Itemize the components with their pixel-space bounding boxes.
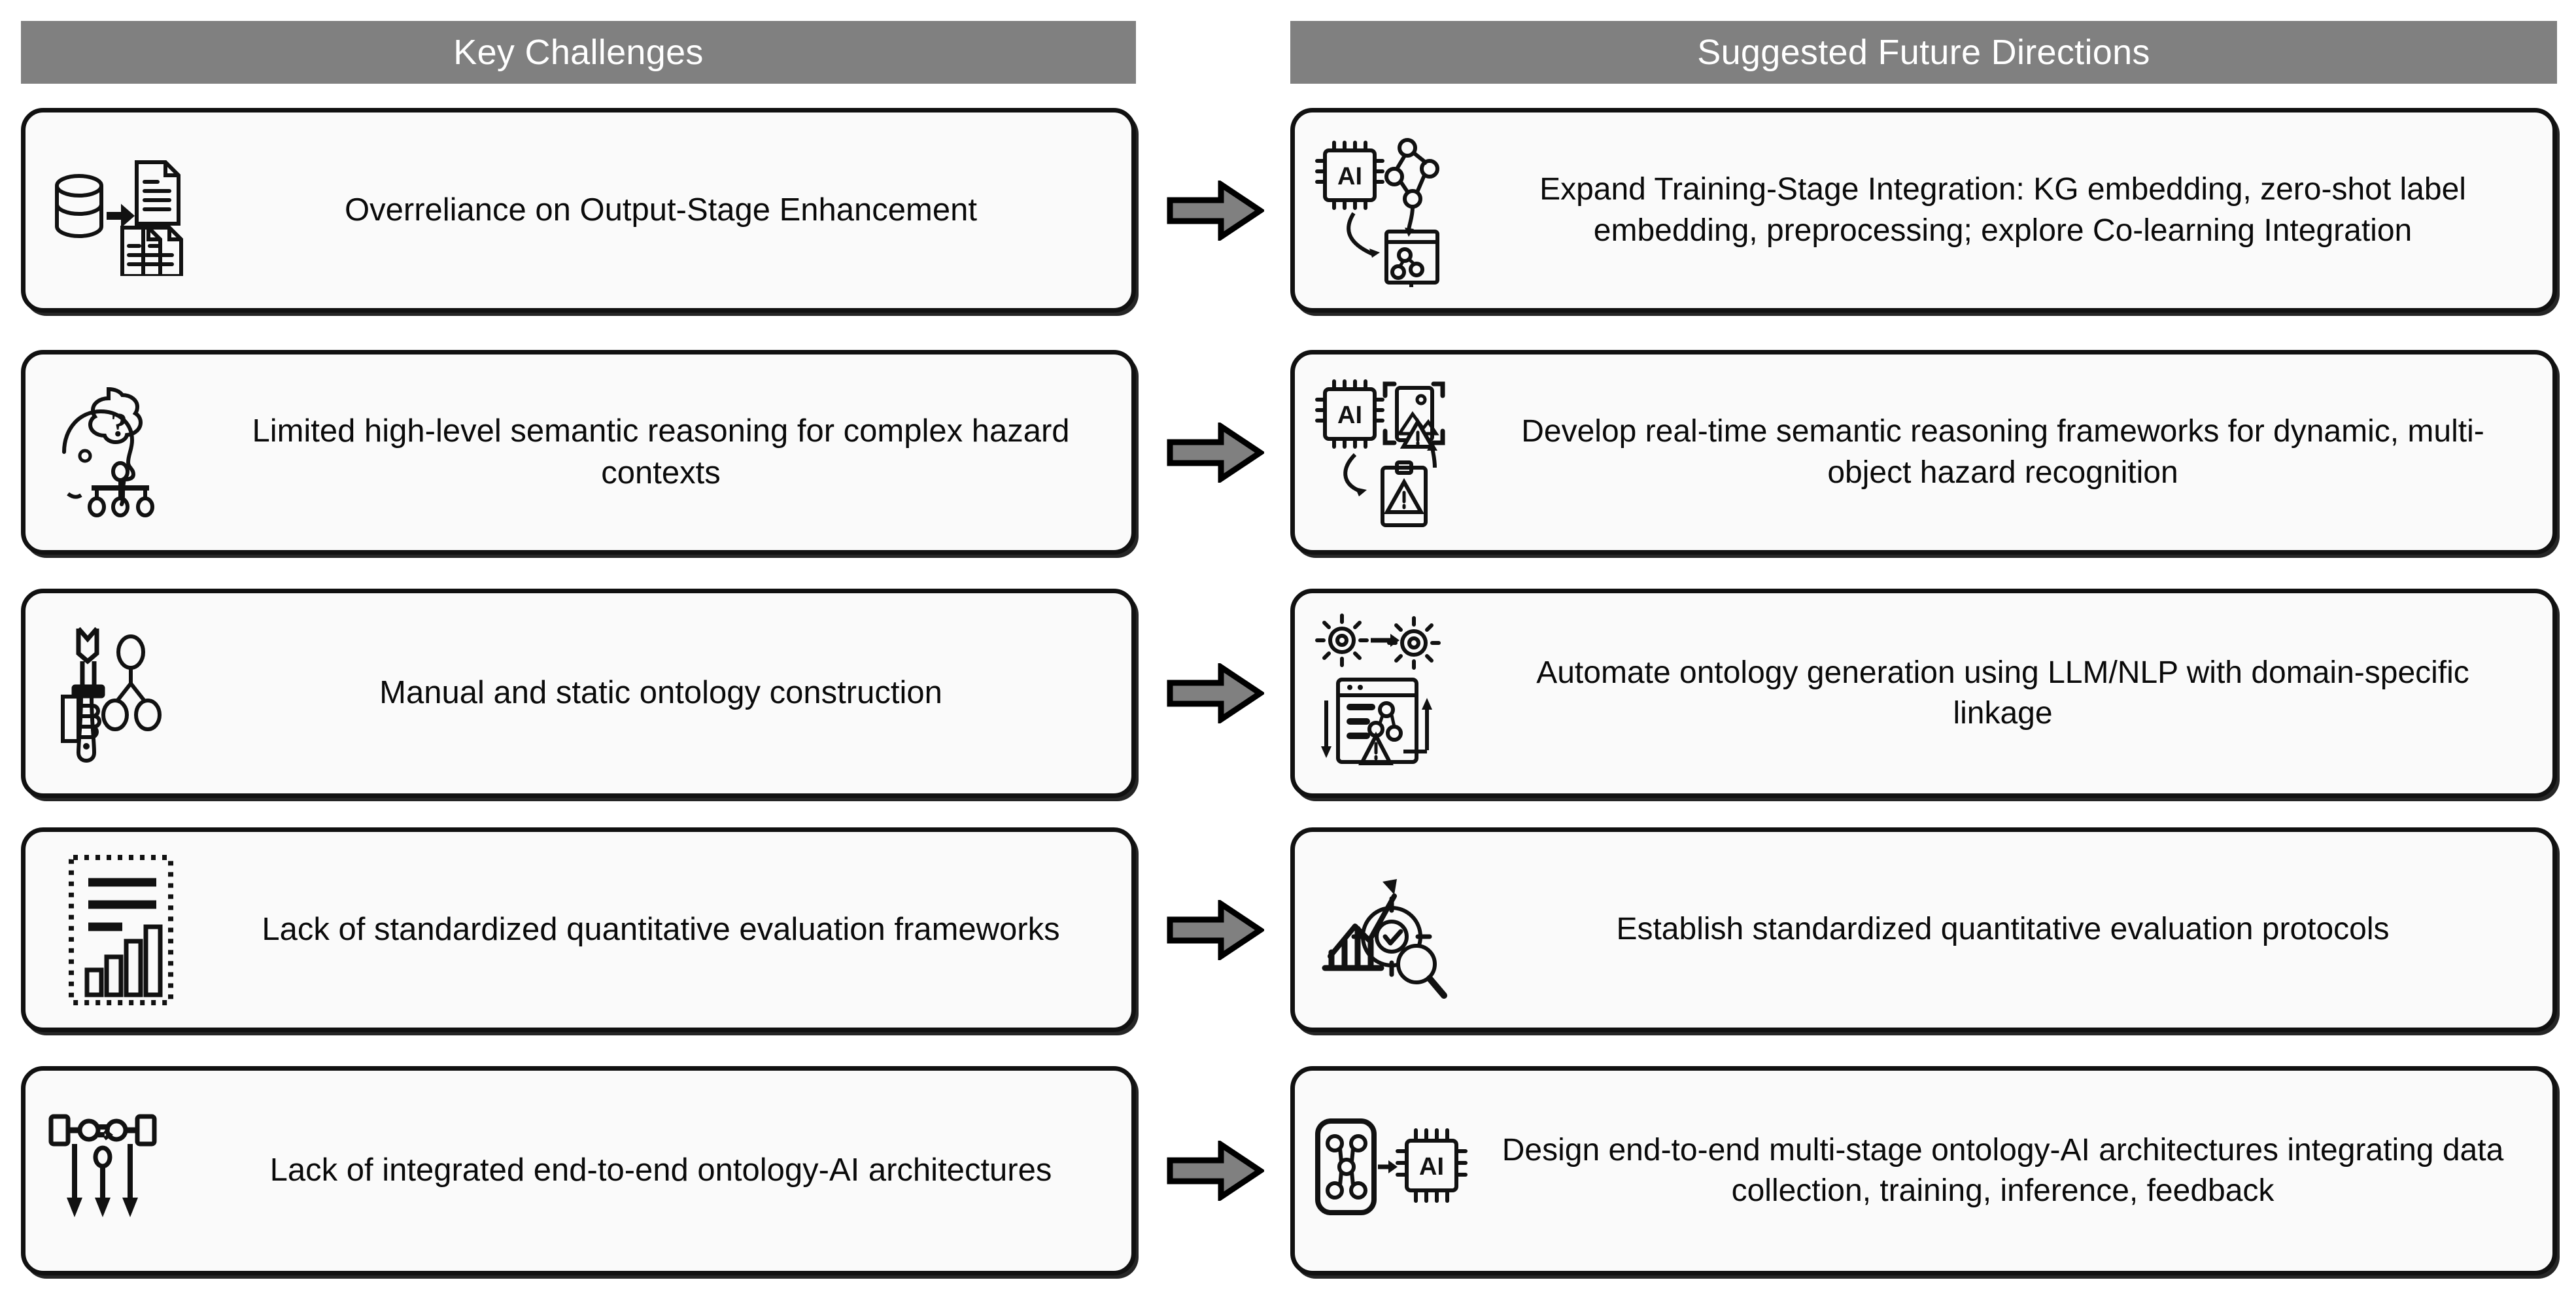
svg-text:AI: AI [1419, 1153, 1444, 1181]
svg-text:AI: AI [1337, 402, 1362, 429]
right-arrow-icon-1 [1166, 181, 1264, 241]
header-key-challenges: Key Challenges [21, 21, 1136, 84]
header-suggested-future-directions: Suggested Future Directions [1290, 21, 2557, 84]
ai-chip-knowledge-graph-icon: AI [1295, 133, 1485, 287]
direction-text-2: Develop real-time semantic reasoning fra… [1521, 414, 2484, 490]
right-arrow-icon-2 [1166, 423, 1264, 483]
challenge-card-2[interactable]: ? Limited high-level semantic reasoning … [21, 350, 1136, 555]
svg-text:?: ? [111, 407, 128, 444]
gears-document-graph-warning-icon [1295, 612, 1485, 775]
direction-card-4[interactable]: Establish standardized quantitative eval… [1290, 827, 2557, 1032]
challenge-text-4: Lack of standardized quantitative evalua… [262, 911, 1060, 947]
challenge-card-4[interactable]: Lack of standardized quantitative evalua… [21, 827, 1136, 1032]
svg-text:AI: AI [1337, 163, 1362, 190]
hand-wrench-nodes-icon [26, 618, 222, 769]
ai-chip-image-warning-icon: AI [1295, 372, 1485, 532]
direction-card-5[interactable]: AI Design end-to-end multi-stage ontolog… [1290, 1066, 2557, 1275]
column-headers: Key Challenges Suggested Future Directio… [0, 21, 2576, 84]
challenge-text-5: Lack of integrated end-to-end ontology-A… [269, 1152, 1052, 1188]
right-arrow-icon-5 [1166, 1141, 1264, 1201]
growth-chart-check-magnifier-icon [1295, 858, 1485, 1002]
direction-card-1[interactable]: AI [1290, 108, 2557, 313]
right-arrow-icon-4 [1166, 900, 1264, 960]
head-thought-question-hierarchy-icon: ? [26, 379, 222, 526]
database-to-documents-icon [26, 145, 222, 276]
direction-text-4: Establish standardized quantitative eval… [1616, 912, 2390, 947]
challenge-text-2: Limited high-level semantic reasoning fo… [252, 413, 1070, 491]
table-row: Overreliance on Output-Stage Enhancement [0, 108, 2576, 313]
header-key-challenges-label: Key Challenges [453, 33, 704, 72]
table-row: Lack of standardized quantitative evalua… [0, 827, 2576, 1032]
challenge-text-3: Manual and static ontology construction [379, 675, 942, 711]
direction-text-5: Design end-to-end multi-stage ontology-A… [1502, 1132, 2504, 1208]
disconnected-pipeline-arrows-icon [26, 1102, 222, 1239]
right-arrow-icon-3 [1166, 663, 1264, 723]
direction-text-1: Expand Training-Stage Integration: KG em… [1539, 172, 2466, 248]
graph-to-ai-chip-icon: AI [1295, 1112, 1485, 1230]
table-row: Manual and static ontology construction [0, 589, 2576, 798]
direction-card-2[interactable]: AI [1290, 350, 2557, 555]
direction-card-3[interactable]: Automate ontology generation using LLM/N… [1290, 589, 2557, 798]
header-suggested-future-directions-label: Suggested Future Directions [1697, 33, 2150, 72]
challenge-card-3[interactable]: Manual and static ontology construction [21, 589, 1136, 798]
challenge-card-5[interactable]: Lack of integrated end-to-end ontology-A… [21, 1066, 1136, 1275]
challenge-card-1[interactable]: Overreliance on Output-Stage Enhancement [21, 108, 1136, 313]
direction-text-3: Automate ontology generation using LLM/N… [1536, 655, 2469, 731]
table-row: ? Limited high-level semantic reasoning … [0, 350, 2576, 555]
table-row: Lack of integrated end-to-end ontology-A… [0, 1066, 2576, 1275]
dashed-box-bar-chart-icon [26, 848, 222, 1012]
challenge-text-1: Overreliance on Output-Stage Enhancement [345, 192, 977, 228]
